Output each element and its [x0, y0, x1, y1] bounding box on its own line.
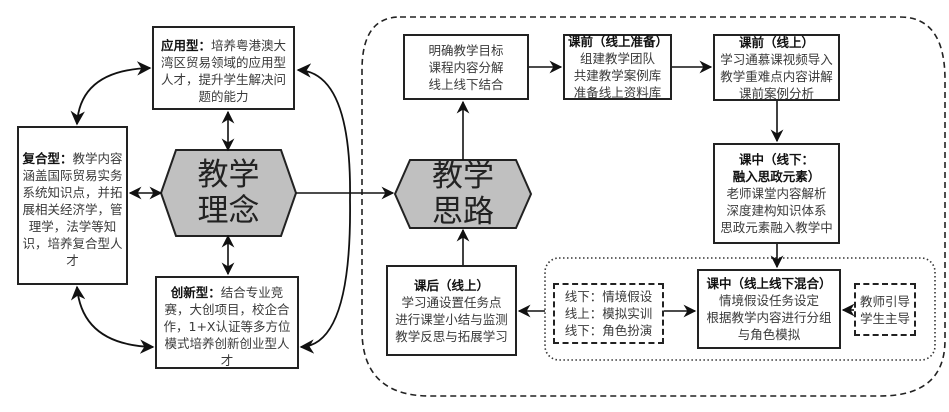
- pre-class-online-box: 课前（线上） 学习通慕课视频导入 教学重难点内容讲解 课前案例分析: [713, 34, 840, 101]
- label-line: 理念: [197, 193, 260, 229]
- teaching-philosophy-label: 教学 理念: [176, 150, 281, 236]
- applied-talent-box: 应用型：培养粤港澳大湾区贸易领域的应用型人才，提升学生解决问题的能力: [152, 26, 295, 110]
- box-line: 学习通慕课视频导入: [720, 51, 833, 67]
- box-title: 课中（线下：: [738, 152, 814, 167]
- box-line: 组建教学团队: [579, 51, 655, 66]
- box-text: 培养粤港澳大湾区贸易领域的应用型人才，提升学生解决问题的能力: [160, 38, 287, 104]
- box-line: 线上线下结合: [428, 76, 504, 92]
- in-class-blended-box: 课中（线上线下混合） 情境假设任务设定 根据教学内容进行分组 与角色模拟: [697, 269, 841, 349]
- roles-box: 教师引导 学生主导: [854, 283, 916, 336]
- teaching-approach-hexagon: [393, 159, 533, 229]
- goals-box: 明确教学目标 课程内容分解 线上线下结合: [403, 34, 529, 100]
- box-line: 教师引导: [859, 293, 910, 309]
- teaching-approach-label: 教学 思路: [410, 158, 516, 230]
- box-line: 教学重难点内容讲解: [720, 68, 833, 84]
- box-line: 学生主导: [859, 310, 910, 326]
- box-title: 复合型：: [22, 151, 73, 166]
- box-line: 老师课堂内容解析: [726, 186, 827, 201]
- box-title: 应用型：: [160, 38, 211, 53]
- box-text: 结合专业竞赛，大创项目，校企合作，1+X认证等多方位模式培养创新创业型人才: [163, 285, 291, 368]
- curve-compound-innovative: [70, 285, 155, 354]
- box-title: 课中（线上线下混合）: [706, 276, 832, 291]
- box-line: 与角色模拟: [737, 327, 801, 342]
- box-line: 准备线上资料库: [573, 85, 662, 100]
- box-line: 教学反思与拓展学习: [395, 328, 508, 344]
- box-line: 线下：情境假设: [564, 289, 653, 304]
- compound-talent-box: 复合型：教学内容涵盖国际贸易实务系统知识点，并拓展相关经济学，管理学，法学等知识…: [17, 126, 128, 285]
- box-title: 课后（线上）: [413, 277, 489, 293]
- label-line: 教学: [432, 158, 494, 194]
- label-line: 教学: [197, 157, 260, 193]
- box-line: 学习通设置任务点: [401, 294, 502, 310]
- box-title: 课前（线上准备）: [568, 34, 669, 49]
- box-title: 课前（线上）: [738, 34, 814, 50]
- box-title: 融入思政元素）: [732, 169, 821, 184]
- post-class-box: 课后（线上） 学习通设置任务点 进行课堂小结与监测 教学反思与拓展学习: [386, 265, 517, 356]
- box-title: 创新型：: [170, 285, 221, 300]
- box-line: 情境假设任务设定: [718, 293, 819, 308]
- box-line: 思政元素融入教学中: [720, 220, 833, 235]
- label-line: 思路: [432, 194, 494, 230]
- box-line: 共建教学案例库: [573, 68, 662, 83]
- teaching-approach-region: [361, 16, 946, 397]
- box-line: 明确教学目标: [428, 42, 504, 58]
- box-line: 线下：角色扮演: [564, 323, 653, 338]
- box-line: 课前案例分析: [738, 85, 814, 101]
- box-line: 根据教学内容进行分组: [706, 310, 832, 325]
- box-line: 进行课堂小结与监测: [395, 311, 508, 327]
- in-class-blended-region: [544, 257, 936, 361]
- innovative-talent-box: 创新型：结合专业竞赛，大创项目，校企合作，1+X认证等多方位模式培养创新创业型人…: [155, 276, 299, 369]
- box-line: 线上：模拟实训: [564, 306, 653, 321]
- box-text: 教学内容涵盖国际贸易实务系统知识点，并拓展相关经济学，管理学，法学等知识，培养复…: [22, 151, 123, 268]
- box-line: 深度建构知识体系: [726, 203, 827, 218]
- learning-modes-box: 线下：情境假设 线上：模拟实训 线下：角色扮演: [553, 283, 664, 344]
- box-line: 课程内容分解: [428, 59, 504, 75]
- pre-class-prep-box: 课前（线上准备） 组建教学团队 共建教学案例库 准备线上资料库: [563, 34, 672, 100]
- curve-compound-applied: [70, 61, 152, 126]
- curve-applied-innovative: [296, 63, 351, 354]
- in-class-offline-box: 课中（线下： 融入思政元素） 老师课堂内容解析 深度建构知识体系 思政元素融入教…: [713, 143, 840, 244]
